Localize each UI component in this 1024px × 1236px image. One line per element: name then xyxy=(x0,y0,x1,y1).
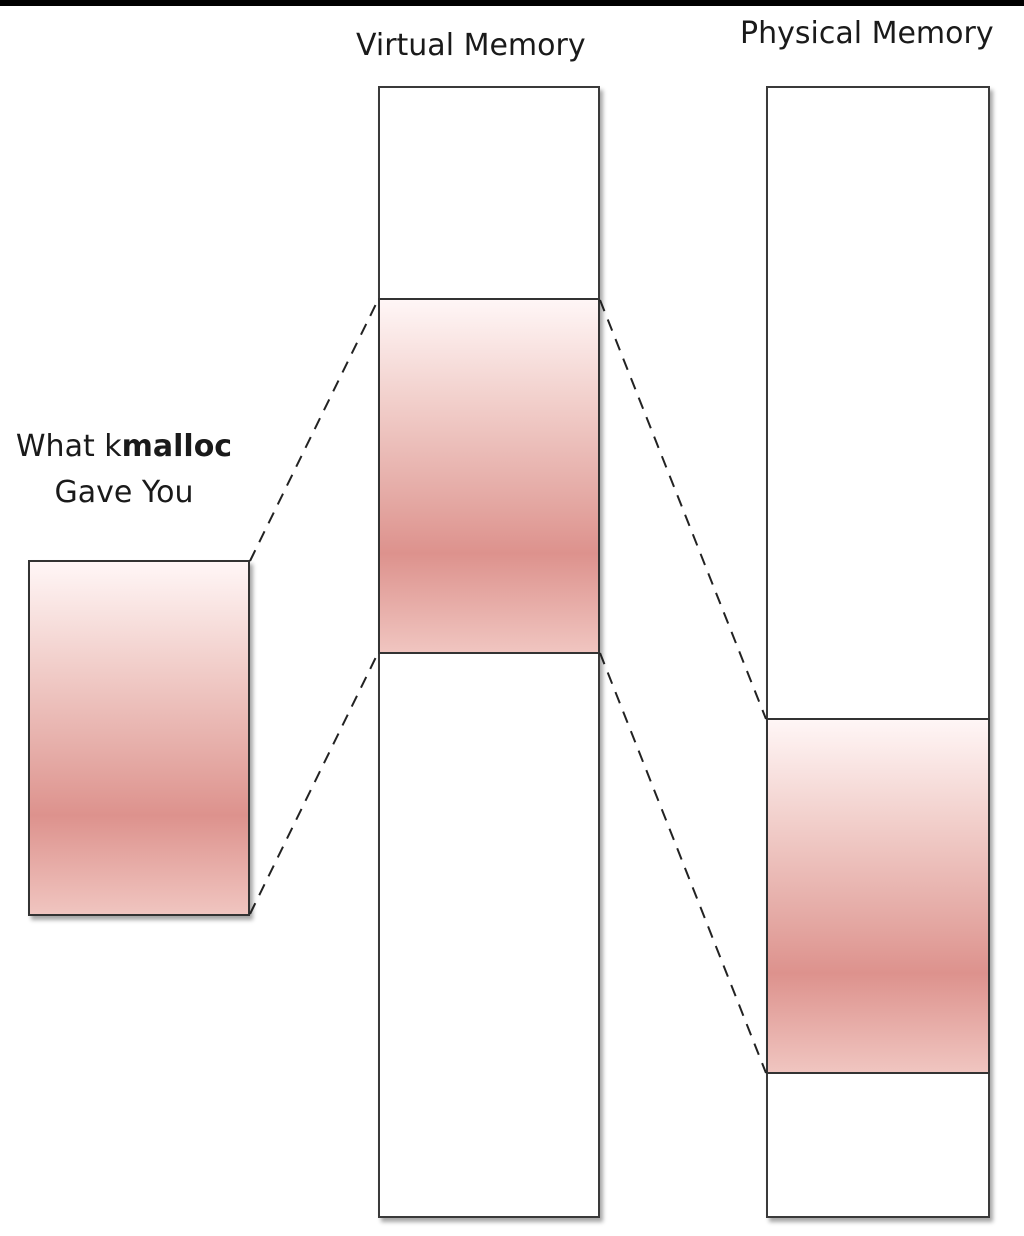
connector-kmalloc-top xyxy=(249,299,379,562)
kmalloc-label-bold: malloc xyxy=(121,429,233,464)
physical-memory-title: Physical Memory xyxy=(740,16,994,51)
top-border xyxy=(0,0,1024,6)
connector-physical-top xyxy=(599,299,767,720)
virtual-memory-title: Virtual Memory xyxy=(356,28,586,63)
kmalloc-allocation-block xyxy=(28,560,250,916)
connector-physical-bottom xyxy=(599,652,767,1074)
kmalloc-label-line2: Gave You xyxy=(54,475,194,510)
kmalloc-label-prefix: What k xyxy=(15,429,122,464)
kmalloc-label: What kmalloc Gave You xyxy=(8,424,240,516)
virtual-memory-region xyxy=(378,298,600,654)
physical-memory-region xyxy=(766,718,990,1074)
connector-kmalloc-bottom xyxy=(249,652,379,915)
bottom-margin xyxy=(0,1228,1024,1236)
